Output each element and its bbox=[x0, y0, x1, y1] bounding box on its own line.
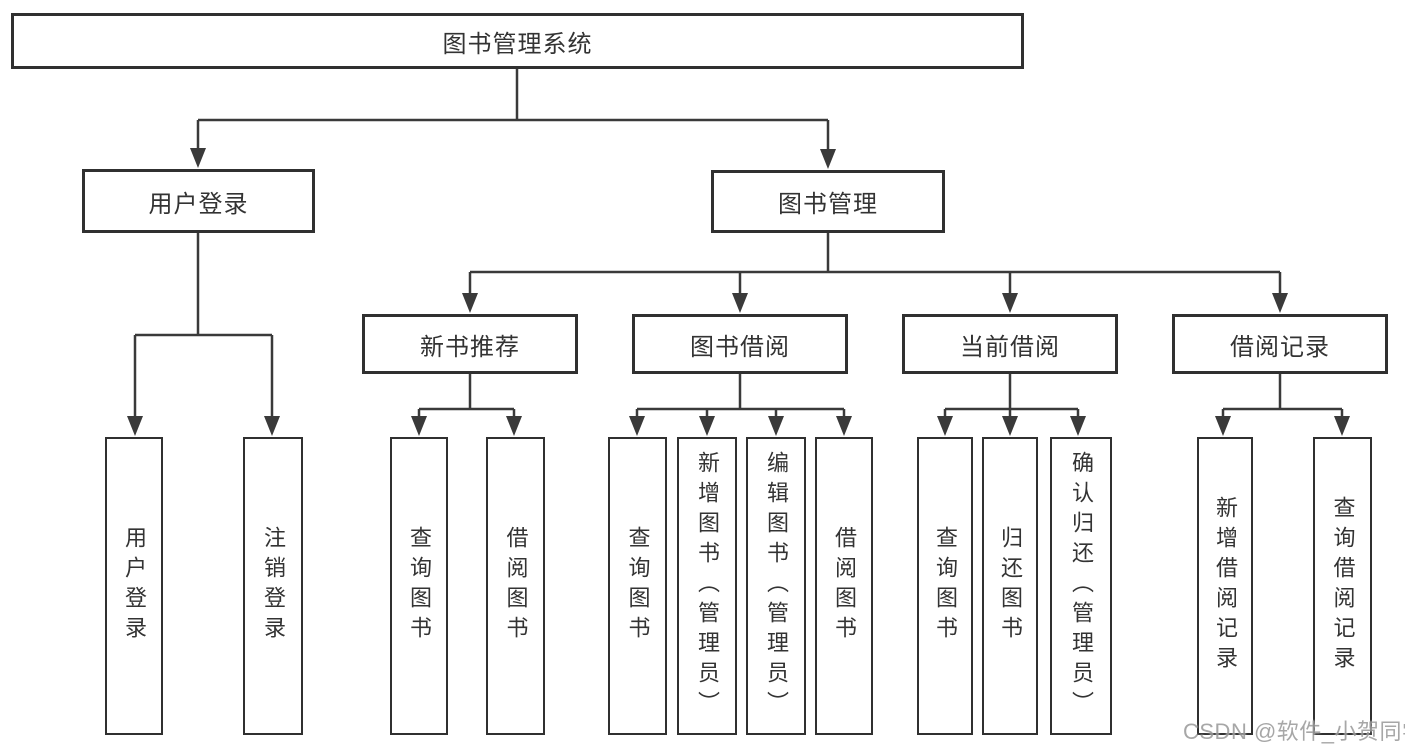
node-current-borrow-label: 当前借阅 bbox=[960, 333, 1060, 361]
leaf-logout-label: 注销登录 bbox=[261, 526, 286, 646]
node-new-book-recommend-label: 新书推荐 bbox=[420, 333, 520, 361]
leaf-current-confirm-return-admin: 确认归还（管理员） bbox=[1050, 437, 1112, 735]
leaf-records-query-record: 查询借阅记录 bbox=[1313, 437, 1372, 735]
leaf-borrow-edit-books-admin-label: 编辑图书（管理员） bbox=[764, 451, 789, 721]
leaf-logout: 注销登录 bbox=[243, 437, 303, 735]
node-new-book-recommend: 新书推荐 bbox=[362, 314, 578, 374]
leaf-recommend-borrow-books: 借阅图书 bbox=[486, 437, 545, 735]
leaf-borrow-add-books-admin-label: 新增图书（管理员） bbox=[695, 451, 720, 721]
leaf-recommend-borrow-books-label: 借阅图书 bbox=[503, 526, 529, 646]
node-current-borrow: 当前借阅 bbox=[902, 314, 1118, 374]
node-book-borrow-label: 图书借阅 bbox=[690, 333, 790, 361]
leaf-current-confirm-return-admin-label: 确认归还（管理员） bbox=[1069, 451, 1094, 721]
leaf-records-add-record-label: 新增借阅记录 bbox=[1213, 496, 1238, 676]
leaf-borrow-borrow-books-label: 借阅图书 bbox=[832, 526, 857, 646]
leaf-recommend-query-books-label: 查询图书 bbox=[407, 526, 432, 646]
leaf-user-login-label: 用户登录 bbox=[122, 526, 147, 646]
node-borrow-records-label: 借阅记录 bbox=[1230, 333, 1330, 361]
node-user-login-label: 用户登录 bbox=[148, 190, 249, 218]
node-borrow-records: 借阅记录 bbox=[1172, 314, 1388, 374]
csdn-watermark: CSDN @软件_小贺同学 bbox=[1183, 719, 1405, 744]
leaf-borrow-borrow-books: 借阅图书 bbox=[815, 437, 873, 735]
arrowheads bbox=[127, 148, 1350, 436]
node-user-login: 用户登录 bbox=[82, 169, 315, 233]
leaf-borrow-add-books-admin: 新增图书（管理员） bbox=[677, 437, 737, 735]
leaf-recommend-query-books: 查询图书 bbox=[390, 437, 448, 735]
node-book-borrow: 图书借阅 bbox=[632, 314, 848, 374]
node-book-management-label: 图书管理 bbox=[778, 191, 878, 218]
leaf-user-login: 用户登录 bbox=[105, 437, 163, 735]
leaf-borrow-edit-books-admin: 编辑图书（管理员） bbox=[746, 437, 806, 735]
leaf-current-return-books: 归还图书 bbox=[982, 437, 1038, 735]
node-book-management: 图书管理 bbox=[711, 170, 945, 233]
node-root-label: 图书管理系统 bbox=[442, 30, 593, 58]
leaf-current-return-books-label: 归还图书 bbox=[998, 526, 1023, 646]
leaf-current-query-books-label: 查询图书 bbox=[933, 526, 958, 646]
leaf-borrow-query-books-label: 查询图书 bbox=[625, 526, 651, 646]
leaf-borrow-query-books: 查询图书 bbox=[608, 437, 667, 735]
leaf-records-query-record-label: 查询借阅记录 bbox=[1330, 496, 1356, 676]
leaf-current-query-books: 查询图书 bbox=[917, 437, 973, 735]
node-root: 图书管理系统 bbox=[11, 13, 1024, 69]
leaf-records-add-record: 新增借阅记录 bbox=[1197, 437, 1253, 735]
